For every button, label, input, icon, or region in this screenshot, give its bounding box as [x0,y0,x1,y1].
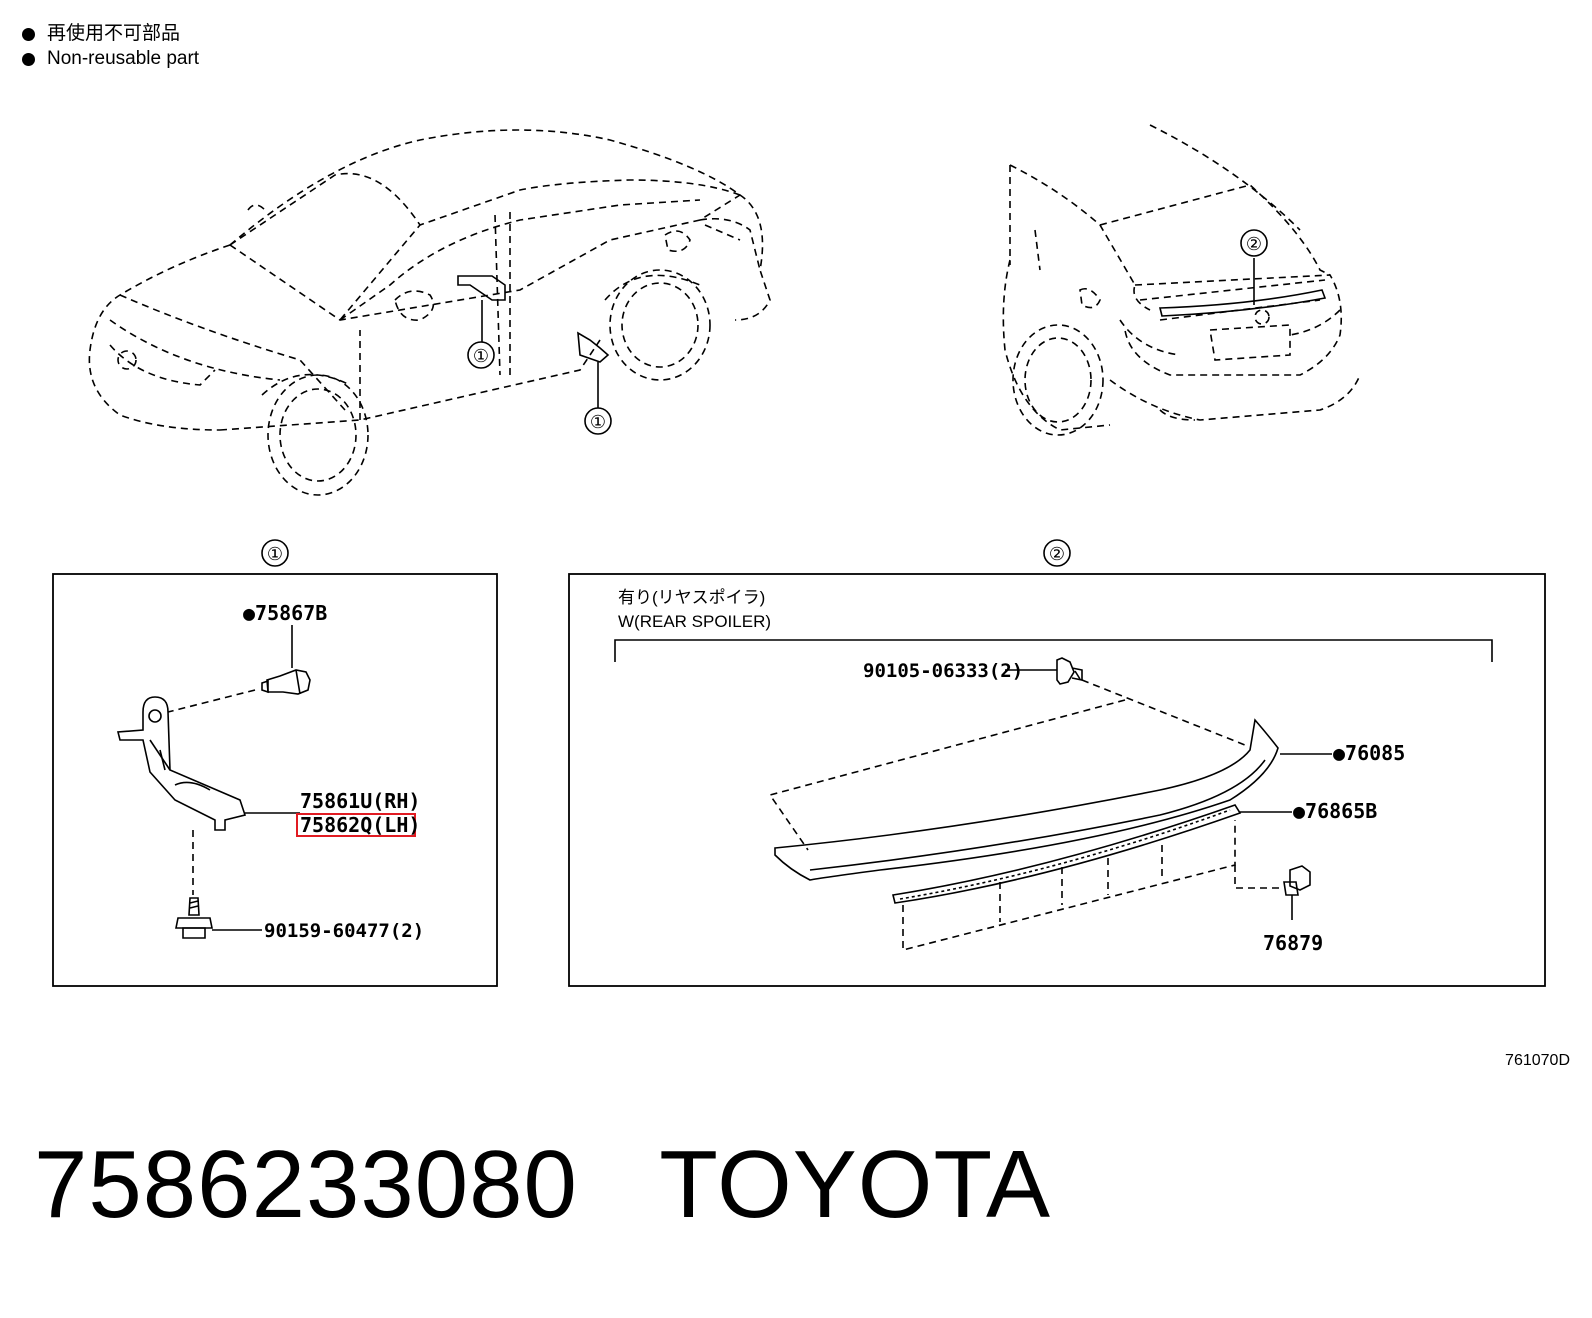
part-label-90105: 90105-06333(2) [863,660,1023,682]
leader-lines-car [481,300,599,408]
brand-name: TOYOTA [659,1131,1052,1238]
part-label-75867b: ●75867B [243,601,327,625]
bullet-icon [22,52,35,66]
callout-circle-icon [1240,229,1268,257]
illustration-code: 761070D [1505,1052,1570,1069]
part-label-76085: ●76085 [1333,741,1405,765]
callout-circle-icon [467,341,612,435]
section1-title: ① [267,544,283,564]
section1-frame [52,573,498,987]
callout-1a: ① [473,346,489,366]
bullet-icon [22,27,35,41]
legend-item-en: Non-reusable part [22,47,199,71]
spoiler-part [774,718,1279,881]
section2-frame [568,573,1546,987]
section2-callout-icon [1043,539,1071,567]
assembly-line [167,689,256,713]
page-title: 7586233080 TOYOTA [34,1130,1051,1240]
legend-item-ja: 再使用不可部品 [22,22,180,46]
seal-part [892,804,1242,904]
part-label-90159: 90159-60477(2) [264,920,424,942]
section1-callout-icon [261,539,289,567]
part-label-76865b: ●76865B [1293,799,1377,823]
car-front-illustration [88,129,771,496]
condition-note-en: W(REAR SPOILER) [618,612,772,631]
screw-part [175,897,213,939]
clip-part [261,669,311,695]
bracket-part [116,696,247,831]
car-rear-illustration [1002,124,1361,436]
part-label-75861u: 75861U(RH) [300,789,420,813]
assembly-line [768,699,1126,851]
part-label-75862q: 75862Q(LH) [300,813,420,837]
door-brackets [457,275,610,363]
condition-bracket [614,639,1493,662]
assembly-line [1081,679,1246,746]
seal-clip-guides [902,820,1280,952]
part-number: 7586233080 [34,1131,578,1238]
callout-2-car: ② [1246,234,1262,254]
highlight-box [296,813,416,837]
condition-note-ja: 有り(リヤスポイラ) [618,588,766,607]
legend-text-en: Non-reusable part [47,48,200,69]
part-label-76879: 76879 [1263,931,1323,955]
clip-76879-part [1283,865,1311,920]
legend-text-ja: 再使用不可部品 [47,23,181,44]
rear-spoiler-on-car [1158,229,1327,317]
bolt-part [1056,657,1083,685]
section2-title: ② [1049,544,1065,564]
callout-1b: ① [590,412,606,432]
